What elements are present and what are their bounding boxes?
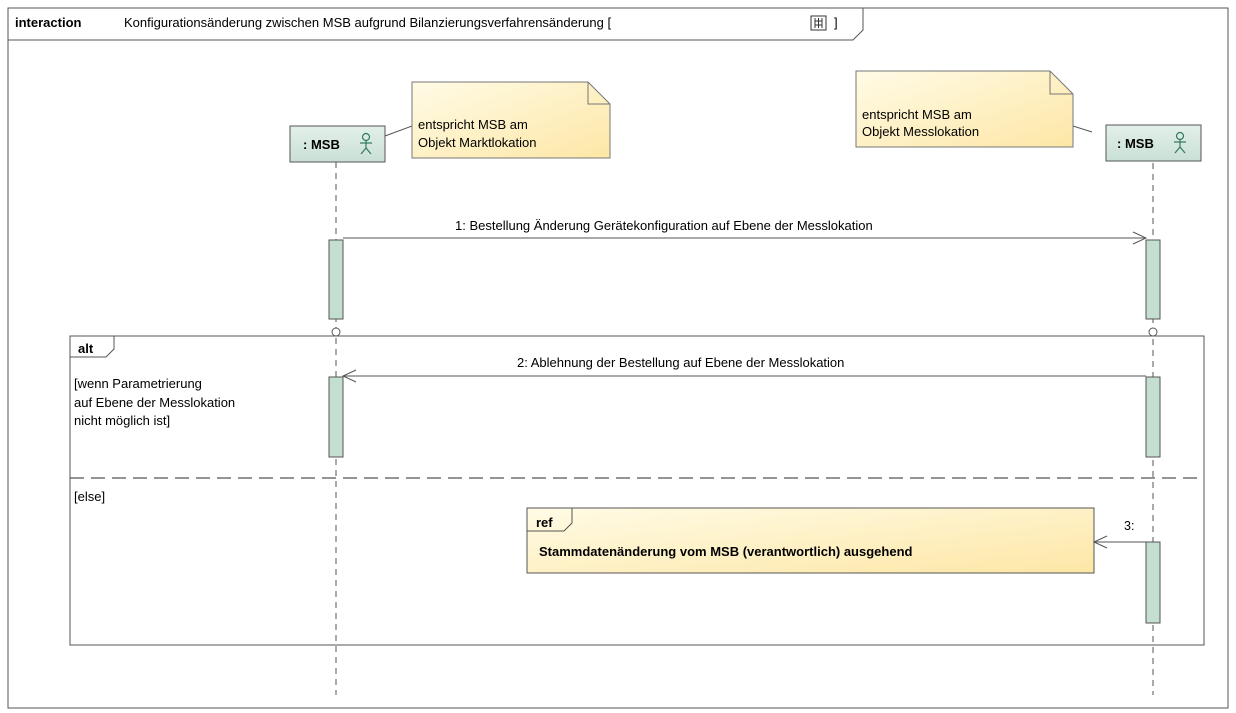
alt-guard-1-line3: nicht möglich ist] [74,413,170,428]
note-right-line1: entspricht MSB am [862,107,972,122]
activation-left-2 [328,376,344,458]
lifeline-left-label: : MSB [303,137,340,152]
alt-keyword: alt [78,341,94,356]
note-left-line1: entspricht MSB am [418,117,528,132]
lifeline-right-gate [1148,327,1158,337]
frame-title-end: ] [834,15,838,30]
message-1-label: 1: Bestellung Änderung Gerätekonfigurati… [455,218,873,233]
activation-right-1 [1145,239,1161,320]
message-3: 3: [1092,519,1146,549]
lifeline-right-head: : MSB [1105,124,1202,162]
lifeline-left-gate [331,327,341,337]
note-right: entspricht MSB am Objekt Messlokation [855,70,1093,148]
ref-fragment: ref Stammdatenänderung vom MSB (verantwo… [526,507,1095,574]
message-3-label: 3: [1124,519,1134,533]
note-right-line2: Objekt Messlokation [862,124,979,139]
lifeline-left-head: : MSB [289,125,386,163]
ref-keyword: ref [536,515,553,530]
alt-guard-1-line1: [wenn Parametrierung [74,376,202,391]
frame-title: Konfigurationsänderung zwischen MSB aufg… [124,15,611,30]
alt-fragment: alt [wenn Parametrierung auf Ebene der M… [69,335,1205,646]
message-2-label: 2: Ablehnung der Bestellung auf Ebene de… [517,355,844,370]
interaction-frame: interaction Konfigurationsänderung zwisc… [7,7,1229,709]
ref-text: Stammdatenänderung vom MSB (verantwortli… [539,544,913,559]
activation-right-2 [1145,376,1161,458]
note-left-anchor [384,125,413,137]
note-left-line2: Objekt Marktlokation [418,135,537,150]
activation-right-3 [1145,541,1161,624]
frame-keyword: interaction [15,15,82,30]
diagram-icon [810,15,827,31]
message-1: 1: Bestellung Änderung Gerätekonfigurati… [343,218,1148,245]
alt-guard-2: [else] [74,489,105,504]
message-2: 2: Ablehnung der Bestellung auf Ebene de… [341,355,1146,383]
actor-icon [1174,131,1186,154]
note-right-anchor [1072,125,1093,133]
lifeline-right-label: : MSB [1117,136,1154,151]
alt-guard-1-line2: auf Ebene der Messlokation [74,395,235,410]
note-left: entspricht MSB am Objekt Marktlokation [384,81,611,159]
actor-icon [360,132,372,155]
activation-left-1 [328,239,344,320]
